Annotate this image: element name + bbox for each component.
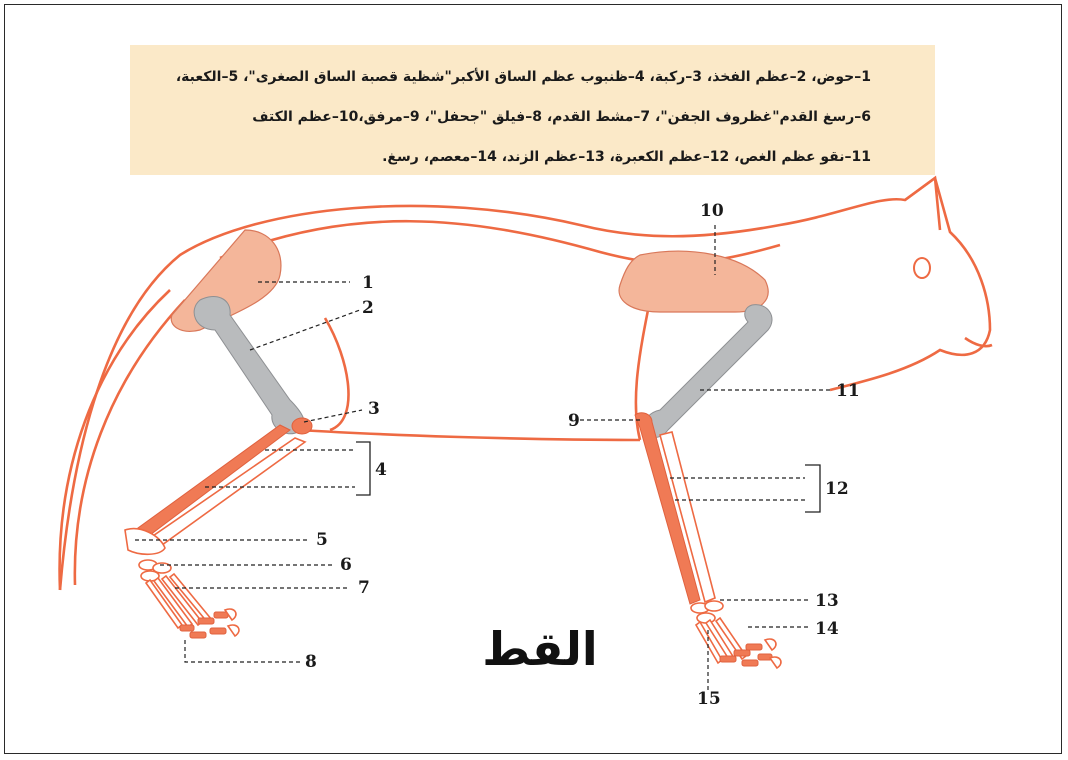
label-10: 10 xyxy=(700,201,724,221)
fibula-bone xyxy=(150,438,305,545)
tibia-bone xyxy=(138,425,290,535)
diagram-title: القط xyxy=(482,622,597,676)
label-7: 7 xyxy=(358,578,370,598)
cat-eye xyxy=(914,258,930,278)
label-14: 14 xyxy=(815,619,839,639)
belly-outline xyxy=(300,430,640,440)
label-12: 12 xyxy=(825,479,849,499)
label-13: 13 xyxy=(815,591,839,611)
label-5: 5 xyxy=(316,530,328,550)
front-leg xyxy=(619,251,781,668)
label-8: 8 xyxy=(305,652,317,672)
hind-leg xyxy=(125,230,312,638)
label-3: 3 xyxy=(368,399,380,419)
label-1: 1 xyxy=(362,273,374,293)
scapula-bone xyxy=(619,251,768,312)
femur-bone xyxy=(194,296,304,433)
label-9: 9 xyxy=(568,411,580,431)
ear-outline xyxy=(905,178,940,230)
patella-bone xyxy=(292,418,312,434)
humerus-bone xyxy=(644,305,772,438)
label-6: 6 xyxy=(340,555,352,575)
hind-thigh-outline xyxy=(325,318,349,430)
label-2: 2 xyxy=(362,298,374,318)
label-11: 11 xyxy=(836,381,860,401)
label-4: 4 xyxy=(375,460,387,480)
label-15: 15 xyxy=(697,689,721,709)
